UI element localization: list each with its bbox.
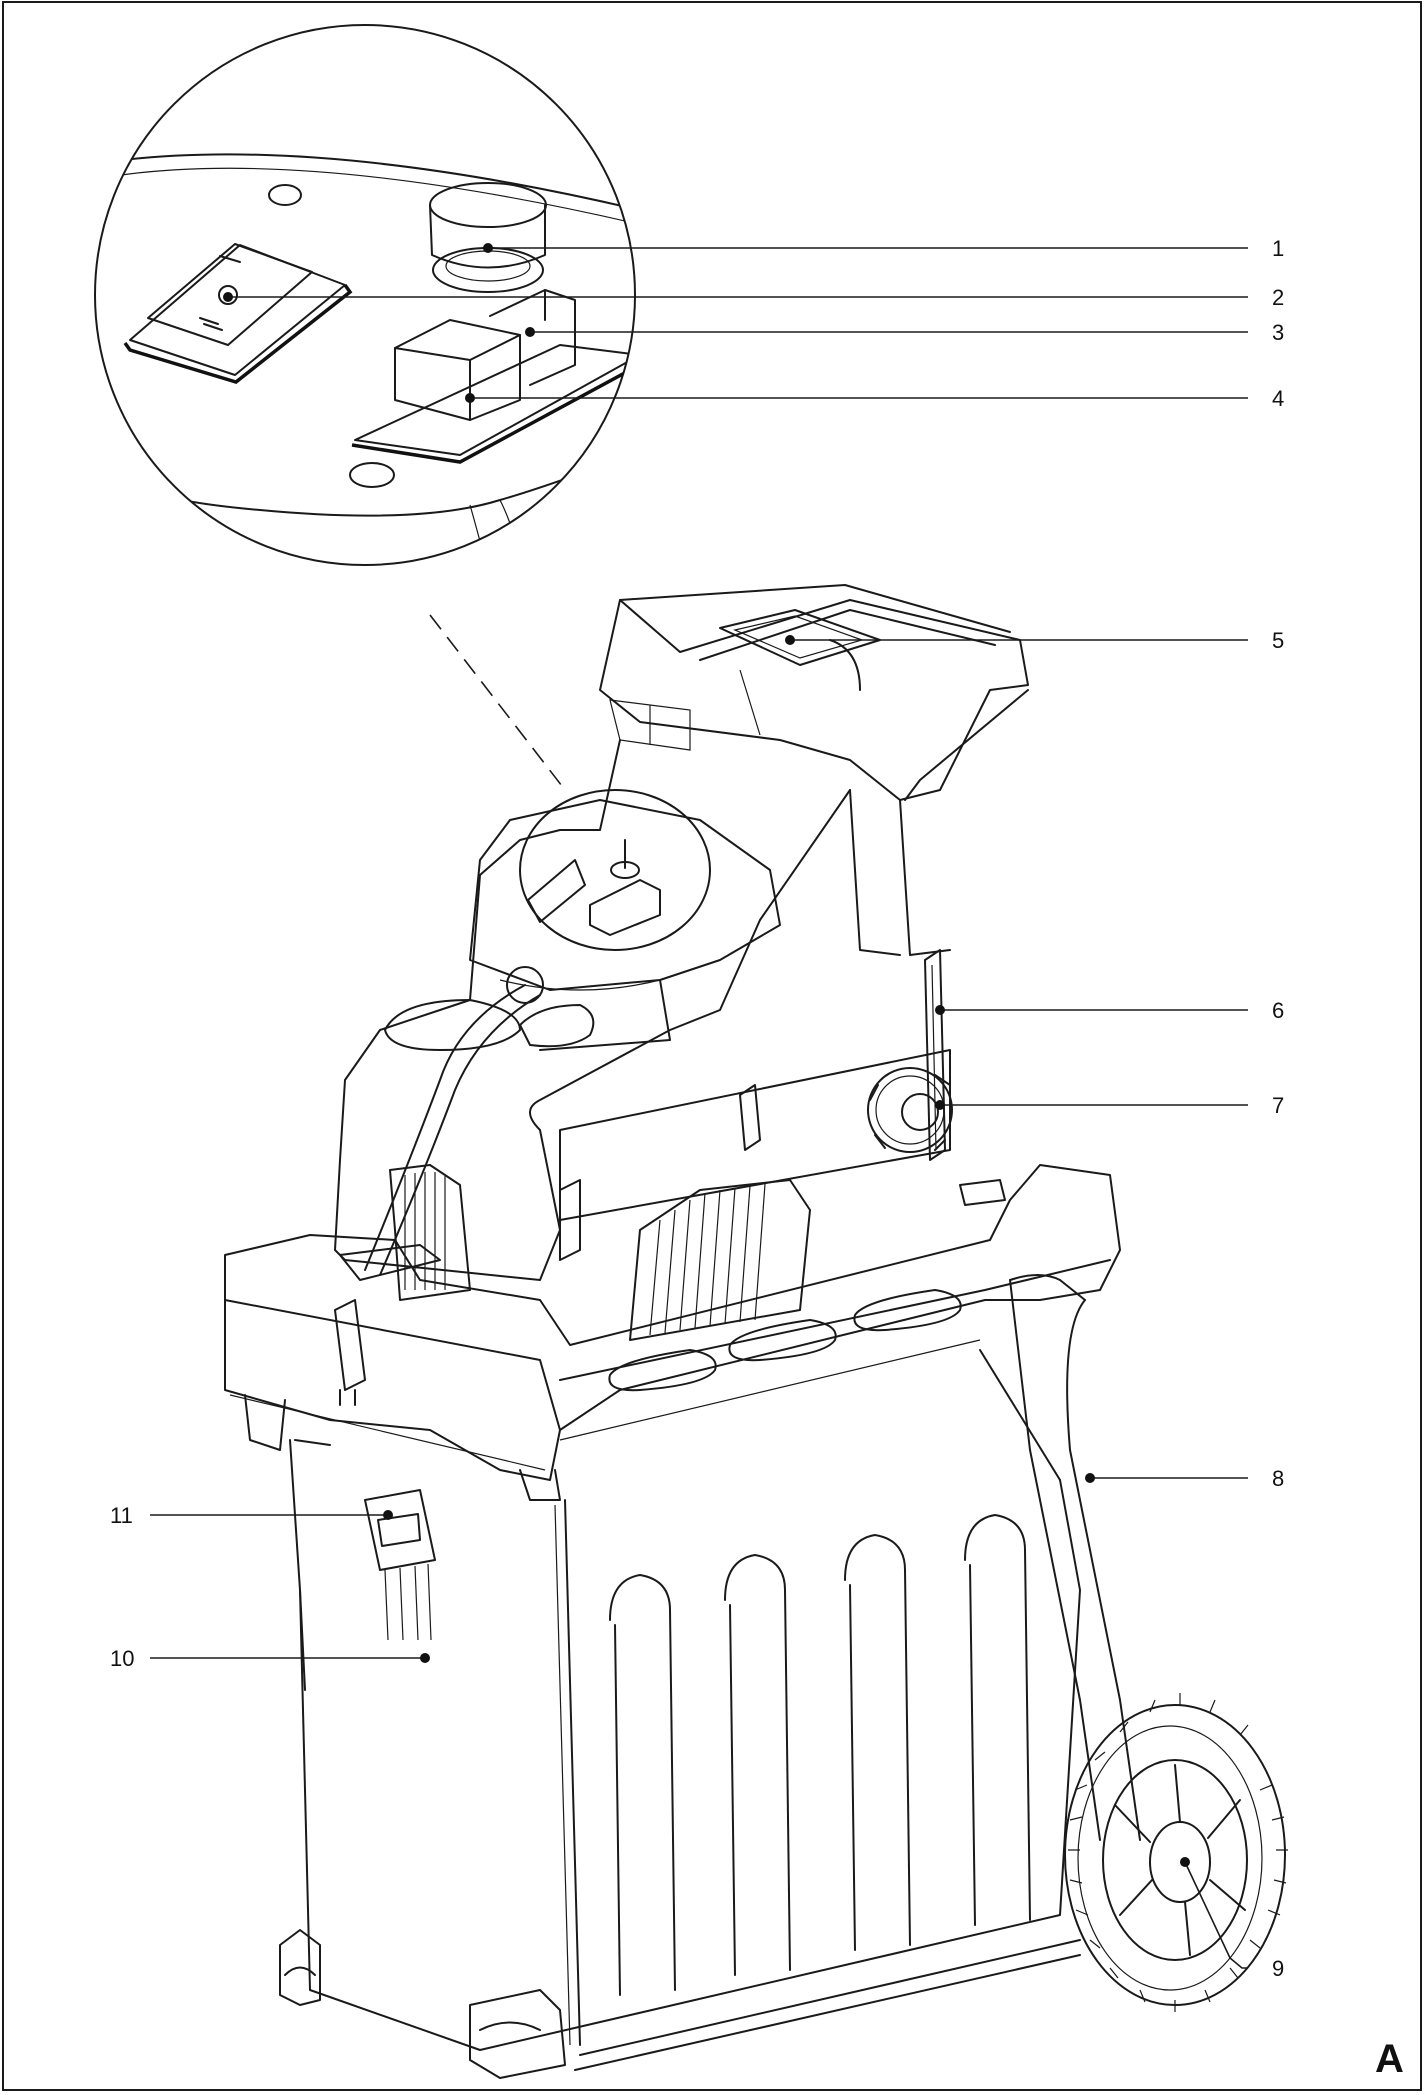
figure-label: A <box>1375 2037 1404 2081</box>
adjustment-lever <box>924 949 946 1161</box>
callout-4: 4 <box>1272 386 1284 411</box>
cord-holder-icon <box>339 1244 441 1281</box>
wheel-icon <box>1064 1693 1288 2012</box>
callout-3: 3 <box>1272 320 1284 345</box>
comb-hanger-icon <box>364 1489 436 1571</box>
shredder-machine <box>224 584 1288 2079</box>
collection-bin <box>279 1349 1081 2079</box>
detail-reset-button-icon <box>429 182 547 293</box>
pod-switch-icon <box>527 859 586 923</box>
callout-7: 7 <box>1272 1093 1284 1118</box>
callout-8: 8 <box>1272 1466 1284 1491</box>
adjustment-knob-icon <box>867 1067 953 1153</box>
upper-housing <box>334 739 951 1301</box>
detail-magnifier <box>94 24 636 791</box>
callout-2: 2 <box>1272 285 1284 310</box>
hopper-funnel <box>599 584 1029 801</box>
callout-labels: 1 2 3 4 5 6 7 8 9 10 11 A <box>110 236 1404 2081</box>
power-cord <box>334 966 544 1406</box>
callout-1: 1 <box>1272 236 1284 261</box>
detail-on-off-switch-icon <box>123 243 353 384</box>
callout-10: 10 <box>110 1646 134 1671</box>
callout-11: 11 <box>110 1503 133 1528</box>
chute-window <box>559 1049 951 1341</box>
callout-5: 5 <box>1272 628 1284 653</box>
detail-start-stop-buttons-icon <box>351 289 635 464</box>
callout-9: 9 <box>1272 1956 1284 1981</box>
handle-frame <box>574 1274 1141 2071</box>
pod-buttons-icon <box>589 879 661 936</box>
callout-leaders <box>150 243 1248 1969</box>
plug-icon <box>334 1299 366 1391</box>
container-rim <box>224 1164 1121 1501</box>
callout-6: 6 <box>1272 998 1284 1023</box>
